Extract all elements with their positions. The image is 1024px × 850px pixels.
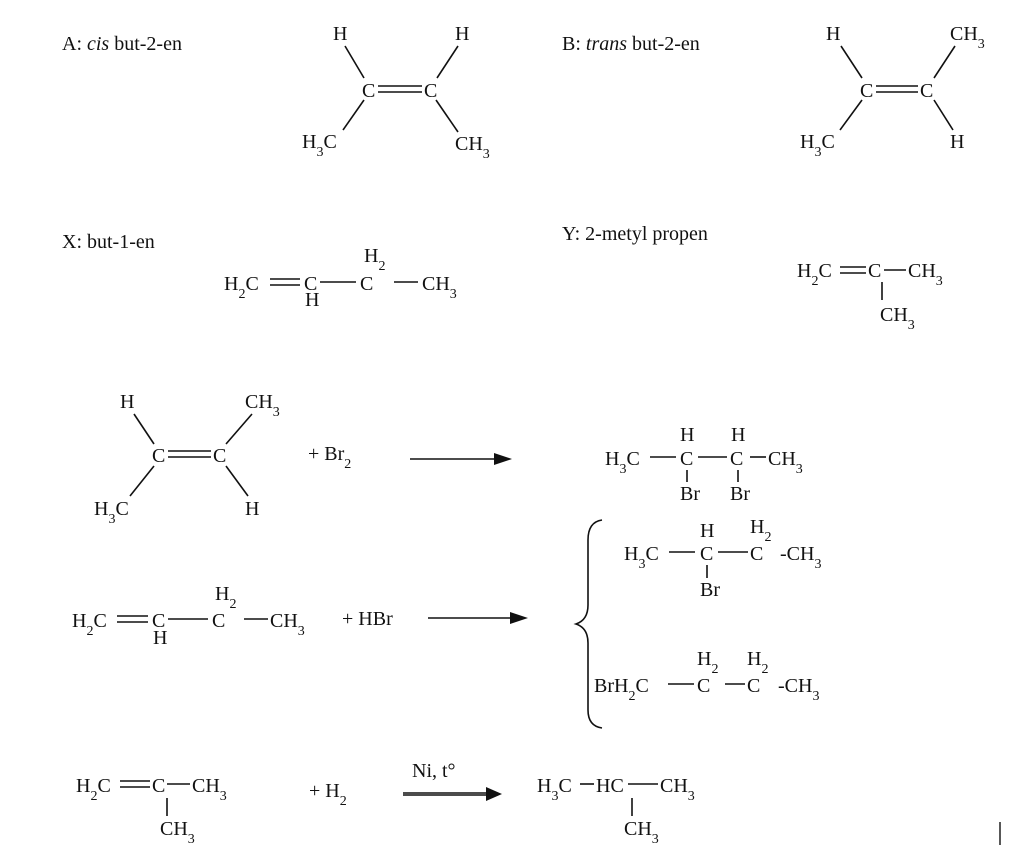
atom: H3C (800, 131, 835, 160)
reagent: + H2 (309, 780, 347, 809)
label-x: X: but-1-en (62, 231, 155, 253)
bond (225, 413, 253, 445)
atom: C (860, 80, 873, 102)
atom: Br (680, 483, 700, 505)
reagent: + HBr (342, 608, 393, 630)
atom: H (731, 424, 745, 446)
atom: CH3 (950, 23, 985, 52)
atom: H (680, 424, 694, 446)
atom: C (362, 80, 375, 102)
label-a: A: cis but-2-en (62, 33, 182, 55)
reaction-2-hbr-addition: H2C C H C H2 CH3 + HBr H3C C H Br C H2 -… (72, 516, 821, 729)
atom: CH3 (270, 610, 305, 639)
bond (933, 99, 954, 131)
bond (344, 45, 365, 79)
atom: CH3 (768, 448, 803, 477)
atom: BrH2C (594, 675, 649, 704)
bond (133, 413, 155, 445)
atom: C (868, 260, 881, 282)
atom: CH3 (660, 775, 695, 804)
atom: C (747, 675, 760, 697)
atom: C (920, 80, 933, 102)
atom: Br (700, 579, 720, 601)
atom: H3C (537, 775, 572, 804)
bond (129, 465, 155, 497)
reaction-condition: Ni, t° (412, 760, 456, 782)
atom: H (305, 289, 319, 311)
arrowhead-icon (486, 787, 502, 801)
atom: H (950, 131, 964, 153)
atom: C (700, 543, 713, 565)
atom: H2C (224, 273, 259, 302)
atom: H (333, 23, 347, 45)
atom: H3C (624, 543, 659, 572)
atom: H3C (302, 131, 337, 160)
bond (840, 45, 863, 79)
atom: CH3 (422, 273, 457, 302)
molecule-b-trans-but-2-ene: H CH3 C C H3C H (800, 23, 985, 160)
atom: C (697, 675, 710, 697)
atom: H2C (76, 775, 111, 804)
bond (435, 99, 459, 133)
atom: Br (730, 483, 750, 505)
atom: -CH3 (778, 675, 819, 704)
atom: H (700, 520, 714, 542)
atom: H (120, 391, 134, 413)
atom: H (245, 498, 259, 520)
molecule-a-cis-but-2-ene: H H C C H3C CH3 (302, 23, 490, 162)
atom: C (730, 448, 743, 470)
atom: CH3 (192, 775, 227, 804)
atom: H3C (94, 498, 129, 527)
atom: C (152, 610, 165, 632)
atom: CH3 (908, 260, 943, 289)
atom: C (424, 80, 437, 102)
atom: H2 (697, 648, 718, 677)
atom: C (304, 273, 317, 295)
bond (436, 45, 459, 79)
atom: CH3 (160, 818, 195, 847)
atom: H2C (797, 260, 832, 289)
atom: C (212, 610, 225, 632)
atom: -CH3 (780, 543, 821, 572)
arrowhead-icon (510, 612, 528, 624)
atom: H2 (747, 648, 768, 677)
atom: H2 (364, 245, 385, 274)
atom: H2C (72, 610, 107, 639)
bond (342, 99, 365, 131)
bond (225, 465, 249, 497)
brace (573, 519, 603, 729)
atom: C (213, 445, 226, 467)
reaction-1-bromination: H CH3 C C H3C H + Br2 H3C C H Br C H Br … (94, 391, 803, 527)
atom: H3C (605, 448, 640, 477)
atom: C (680, 448, 693, 470)
atom: C (152, 775, 165, 797)
atom: H2 (215, 583, 236, 612)
arrowhead-icon (494, 453, 512, 465)
bond (839, 99, 863, 131)
molecule-x-but-1-ene: H2C C H C H2 CH3 (224, 245, 457, 311)
bond (933, 45, 956, 79)
reaction-3-hydrogenation: H2C C CH3 CH3 + H2 Ni, t° H3C HC CH3 CH3 (76, 760, 695, 847)
atom: H (455, 23, 469, 45)
atom: CH3 (455, 133, 490, 162)
label-b: B: trans but-2-en (562, 33, 700, 55)
atom: C (152, 445, 165, 467)
atom: H (153, 627, 167, 649)
label-y: Y: 2-metyl propen (562, 223, 708, 245)
reagent: + Br2 (308, 443, 351, 472)
atom: H (826, 23, 840, 45)
atom: HC (596, 775, 624, 797)
atom: C (750, 543, 763, 565)
molecule-y-2-methylpropene: H2C C CH3 CH3 (797, 260, 943, 333)
atom: H2 (750, 516, 771, 545)
atom: CH3 (624, 818, 659, 847)
atom: C (360, 273, 373, 295)
atom: CH3 (880, 304, 915, 333)
atom: CH3 (245, 391, 280, 420)
